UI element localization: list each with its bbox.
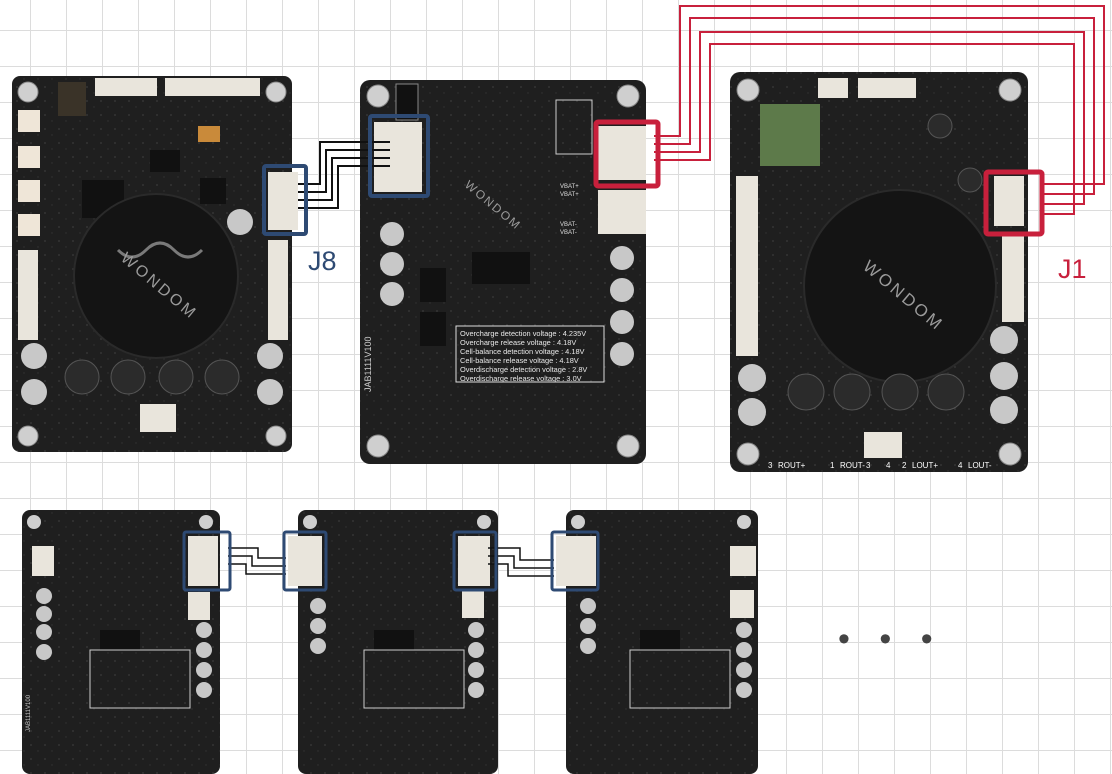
j8-wire-bundle: [298, 141, 390, 209]
spec-line-1: Overcharge detection voltage : 4.235V: [460, 329, 586, 338]
vbat-label-1: VBAT+: [560, 184, 579, 190]
j8-highlight-box: [262, 164, 308, 236]
vbat-labels: VBAT+ VBAT+ VBAT- VBAT-: [560, 184, 579, 236]
board-code-bottom-1: JAB1111V100: [26, 694, 32, 732]
bottom-box-1: [182, 530, 232, 592]
bms-board-top: [360, 80, 646, 464]
spec-line-2: Overcharge release voltage : 4.18V: [460, 338, 576, 347]
bottom-box-3: [452, 530, 498, 592]
j1-label: J1: [1058, 254, 1087, 284]
terminal-num-4: 4: [886, 461, 891, 470]
vbat-label-2: VBAT+: [560, 192, 579, 198]
vbat-label-4: VBAT-: [560, 230, 577, 236]
amplifier-board-right: [730, 72, 1028, 472]
bms-board-bottom-3: [556, 510, 758, 774]
bms-board-bottom-1: [22, 510, 220, 774]
bms-input-highlight-box: [368, 114, 430, 198]
bottom-box-4: [550, 530, 600, 592]
j1-highlight-box: [983, 169, 1045, 237]
terminal-label-rout-minus: ROUT-: [840, 461, 865, 470]
terminal-num-1: 3: [768, 461, 773, 470]
terminal-label-lout-plus: LOUT+: [912, 461, 938, 470]
spec-line-5: Overdischarge detection voltage : 2.8V: [460, 365, 587, 374]
board-code-top: JAB1111V100: [363, 336, 373, 392]
spec-line-6: Overdischarge release voltage : 3.0V: [460, 374, 582, 383]
spec-line-3: Cell-balance detection voltage : 4.18V: [460, 347, 585, 356]
speaker-terminal-labels: 3 ROUT+ 1 ROUT- 3 4 2 LOUT+ 4 LOUT-: [768, 461, 992, 470]
terminal-label-lout-minus: LOUT-: [968, 461, 992, 470]
bms-output-highlight-box: [593, 119, 661, 189]
terminal-num-5: 2: [902, 461, 907, 470]
bottom-box-2: [282, 530, 328, 592]
bottom-wire-bundle-1: [228, 547, 286, 575]
bms-board-bottom-2: [288, 510, 498, 774]
spec-panel-top: Overcharge detection voltage : 4.235V Ov…: [460, 329, 587, 383]
terminal-label-rout-plus: ROUT+: [778, 461, 806, 470]
terminal-num-6: 4: [958, 461, 963, 470]
terminal-num-2: 1: [830, 461, 835, 470]
bottom-wire-bundle-2: [488, 547, 554, 577]
continuation-ellipsis: • • •: [838, 620, 943, 658]
spec-line-4: Cell-balance release voltage : 4.18V: [460, 356, 579, 365]
vbat-label-3: VBAT-: [560, 222, 577, 228]
j1-wire-bundle: [654, 5, 1105, 215]
terminal-num-3: 3: [866, 461, 871, 470]
amplifier-board-left: [12, 76, 298, 452]
j8-label: J8: [308, 246, 337, 276]
